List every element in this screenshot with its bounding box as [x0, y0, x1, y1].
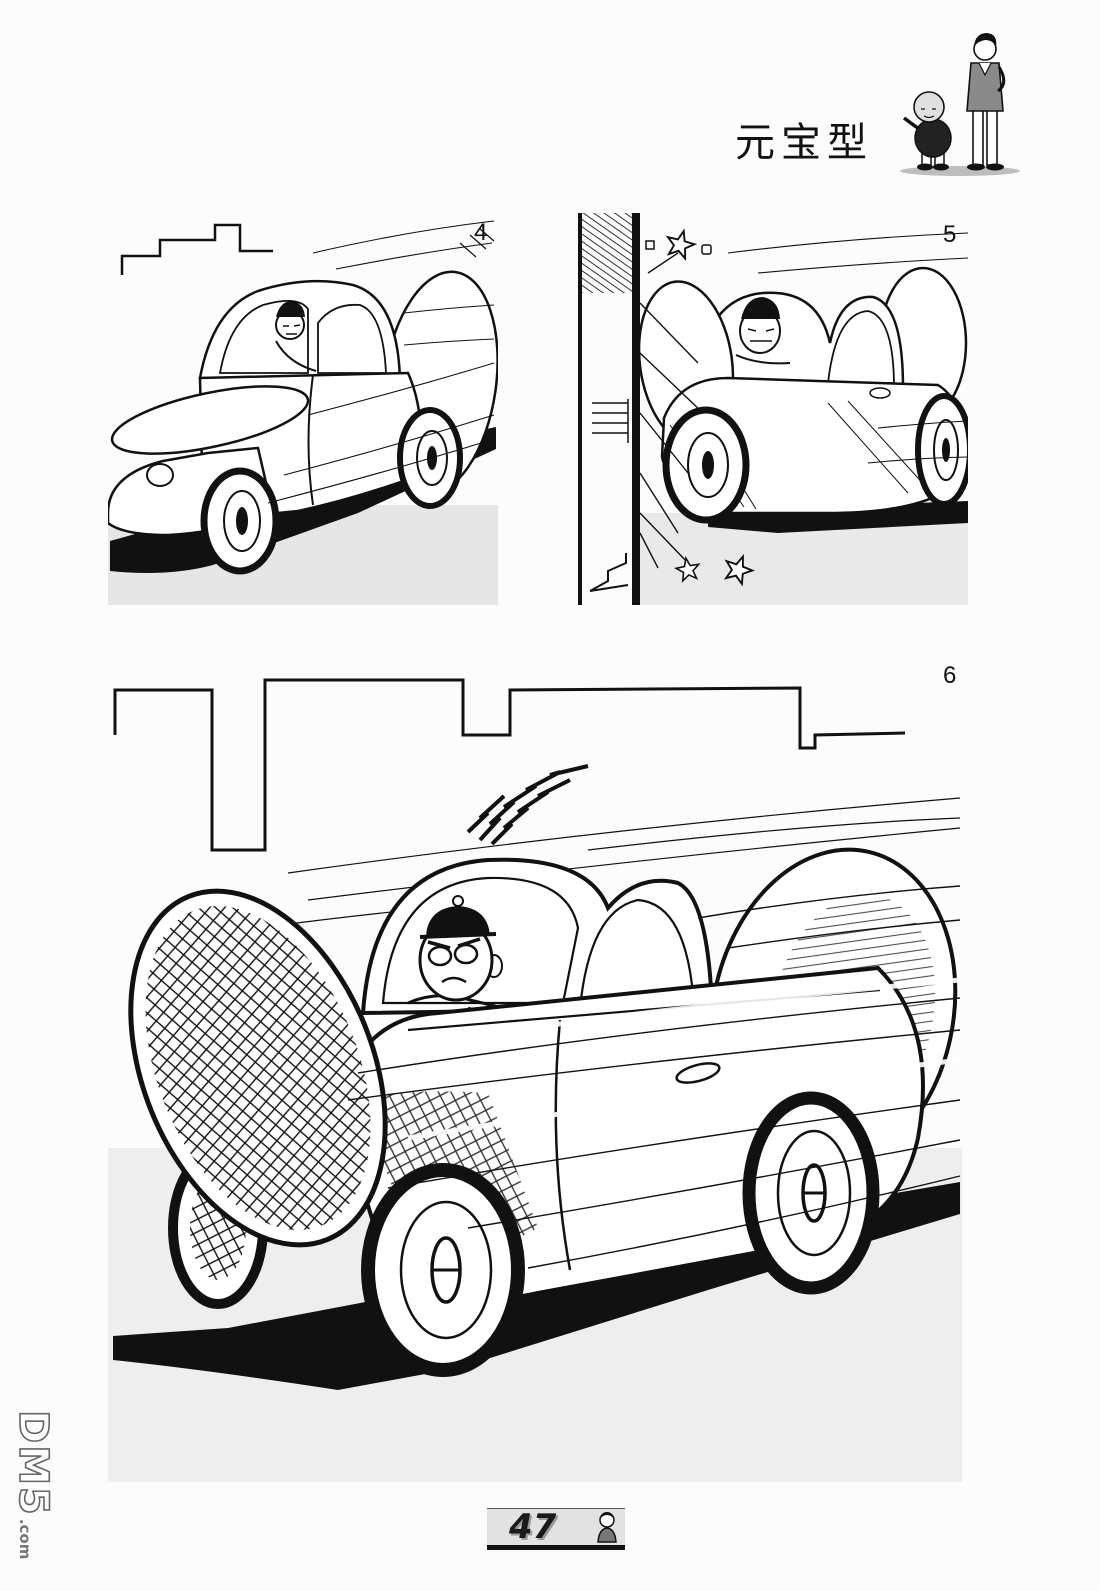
- impact-mark-left: [645, 240, 655, 250]
- windshield: [218, 299, 309, 374]
- headlight: [146, 463, 174, 487]
- tall-man-arm: [997, 66, 1006, 93]
- driver-cap: [741, 297, 780, 319]
- front-hub: [702, 451, 714, 479]
- speed-lines: [267, 220, 495, 504]
- short-man-head: [913, 91, 945, 123]
- panel-left-edge: [578, 213, 582, 605]
- driver: [735, 297, 791, 365]
- car: [128, 847, 961, 1377]
- side-window: [317, 303, 387, 374]
- watermark-logo: DM5 .com: [8, 1409, 57, 1580]
- wall: [632, 213, 640, 605]
- short-man-right-shoe: [933, 163, 949, 171]
- footer-character-body: [597, 1527, 617, 1543]
- front-wheel: [662, 406, 750, 524]
- front-pod-crosshatch: [145, 905, 371, 1231]
- tall-man-right-leg: [986, 108, 998, 166]
- driver-arms: [735, 354, 791, 365]
- short-man-left-shoe: [917, 163, 933, 171]
- front-pod: [128, 888, 388, 1248]
- short-man-pointing-arm: [902, 116, 921, 131]
- hood: [110, 385, 310, 455]
- car: [108, 220, 498, 575]
- steps: [589, 553, 629, 592]
- driver-cap: [426, 906, 490, 936]
- tall-man-figure: [966, 33, 1006, 171]
- short-man-figure: [902, 91, 952, 171]
- speed-lines: [727, 232, 968, 464]
- tall-man-left-shoe: [967, 163, 985, 171]
- car: [637, 266, 968, 524]
- tall-man-left-leg: [972, 108, 984, 166]
- page-number-box: 47: [487, 1507, 625, 1550]
- panel-5-illustration: [578, 213, 968, 605]
- rear-wheel: [915, 393, 968, 507]
- windshield: [381, 876, 580, 1005]
- impact-lines: [639, 252, 704, 569]
- watermark-brand: DM5: [9, 1409, 57, 1517]
- panel-5-number: 5: [943, 221, 957, 248]
- panel-6-illustration: [108, 678, 962, 1482]
- driver-body: [275, 340, 317, 372]
- driver-grimace: [747, 328, 775, 342]
- tall-man-hair: [974, 33, 997, 47]
- short-man-face: [921, 108, 936, 119]
- short-man-vest: [914, 118, 952, 158]
- rear-hub: [942, 438, 950, 462]
- building-window-lines: [592, 399, 629, 443]
- mascot-characters: [900, 33, 1020, 176]
- door-handle: [675, 1062, 721, 1084]
- panel-4-illustration: [108, 220, 498, 605]
- driver-face: [283, 324, 301, 335]
- speed-lines-car: [347, 885, 961, 1269]
- driver-cap: [276, 301, 305, 317]
- driver-cap-brim: [419, 932, 497, 939]
- motion-ticks: [459, 228, 495, 258]
- footer-character-hair: [600, 1512, 614, 1519]
- building-skyline: [113, 678, 906, 852]
- speed-streaks-white: [407, 977, 961, 1141]
- side-window: [578, 898, 696, 1010]
- watermark-suffix: .com: [16, 1518, 34, 1560]
- wall-texture: [582, 213, 632, 293]
- driver-cap-badge: [452, 895, 464, 907]
- exhaust-smoke: [466, 764, 589, 846]
- tall-man-right-shoe: [986, 163, 1004, 171]
- side-window: [826, 310, 895, 384]
- front-wheel: [200, 467, 280, 575]
- front-hub: [236, 507, 248, 535]
- panel-4-number: 4: [474, 219, 488, 246]
- section-title: 元宝型: [735, 120, 873, 166]
- building-skyline: [120, 223, 273, 275]
- impact-mark-right: [701, 244, 712, 255]
- driver-mouth: [441, 976, 467, 984]
- driver-eyebrows: [427, 937, 481, 950]
- door-line: [554, 1019, 572, 1271]
- panel-6-number: 6: [943, 662, 957, 689]
- rear-wheel: [742, 1091, 880, 1295]
- footer-character-icon: [597, 1512, 617, 1543]
- impact-star-bottom-left: [673, 555, 701, 583]
- impact-star-bottom-right: [723, 553, 756, 587]
- tall-man-collar: [978, 62, 992, 77]
- page-number: 47: [509, 1507, 557, 1547]
- door-handle: [869, 387, 891, 399]
- driver: [275, 301, 317, 372]
- speed-lines-sky: [257, 797, 961, 929]
- front-wheel: [361, 1163, 525, 1377]
- impact-star-top: [665, 228, 698, 261]
